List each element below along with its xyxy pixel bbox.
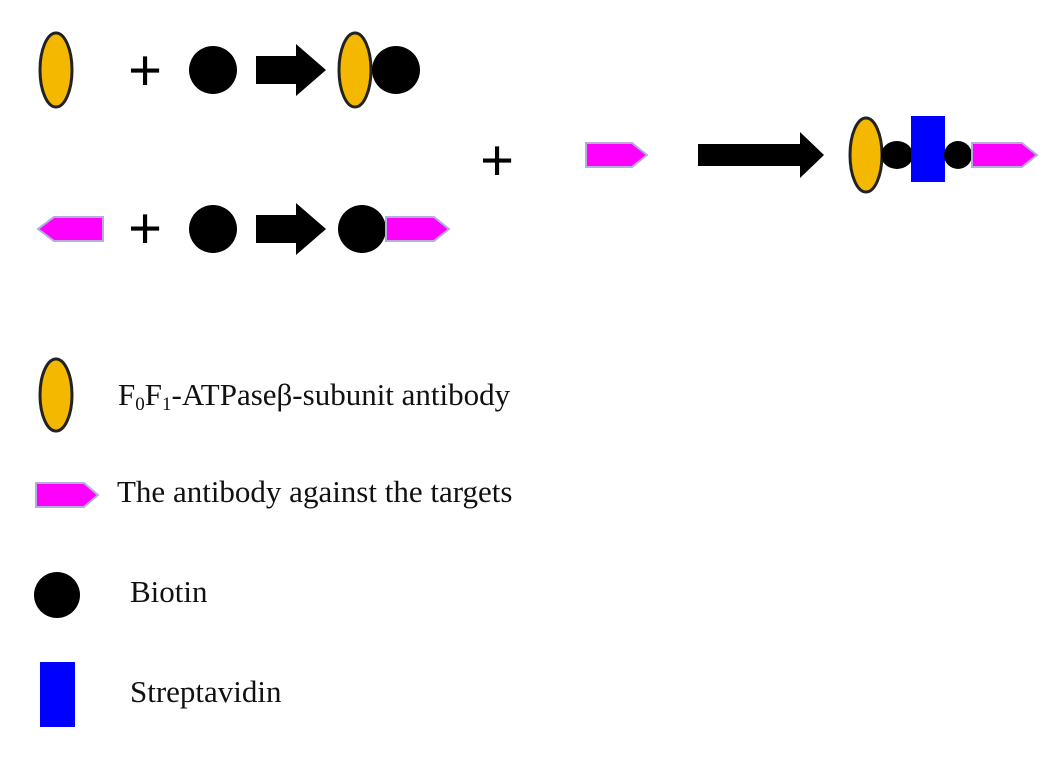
atpase-antibody-shape bbox=[38, 31, 74, 109]
biotin-shape bbox=[189, 205, 237, 253]
biotin-shape bbox=[189, 46, 237, 94]
legend-item-atpase-antibody: F0F1-ATPaseβ-subunit antibody bbox=[0, 355, 1063, 435]
legend-label-biotin: Biotin bbox=[130, 574, 208, 609]
plus-symbol: + bbox=[128, 38, 162, 103]
plus-symbol: + bbox=[128, 196, 162, 261]
biotin-shape bbox=[372, 46, 420, 94]
atpase-antibody-shape bbox=[337, 31, 373, 109]
legend-label-streptavidin: Streptavidin bbox=[130, 674, 282, 709]
blue-rectangle-icon bbox=[40, 662, 75, 727]
atpase-antibody-shape bbox=[848, 116, 884, 194]
long-reaction-arrow bbox=[698, 132, 824, 178]
target-antibody-shape bbox=[385, 216, 451, 242]
legend-item-target-antibody: The antibody against the targets bbox=[0, 470, 1063, 520]
legend-label-target-antibody: The antibody against the targets bbox=[117, 474, 513, 509]
magenta-arrow-tag-icon bbox=[35, 482, 100, 508]
target-antibody-shape bbox=[585, 142, 649, 168]
target-antibody-shape bbox=[36, 216, 104, 242]
reaction-arrow bbox=[256, 44, 326, 96]
reaction-diagram: + + + bbox=[36, 31, 1039, 261]
yellow-ellipse-icon bbox=[38, 357, 74, 433]
biotin-shape bbox=[338, 205, 386, 253]
target-antibody-shape bbox=[971, 142, 1039, 168]
legend-label-atpase-antibody: F0F1-ATPaseβ-subunit antibody bbox=[118, 377, 511, 415]
streptavidin-shape bbox=[911, 116, 945, 182]
reaction-arrow bbox=[256, 203, 326, 255]
biotin-shape bbox=[881, 141, 913, 169]
legend-item-streptavidin: Streptavidin bbox=[0, 660, 1063, 730]
black-circle-icon bbox=[34, 572, 80, 618]
plus-symbol: + bbox=[480, 128, 514, 193]
legend-item-biotin: Biotin bbox=[0, 570, 1063, 620]
biotin-shape bbox=[944, 141, 972, 169]
